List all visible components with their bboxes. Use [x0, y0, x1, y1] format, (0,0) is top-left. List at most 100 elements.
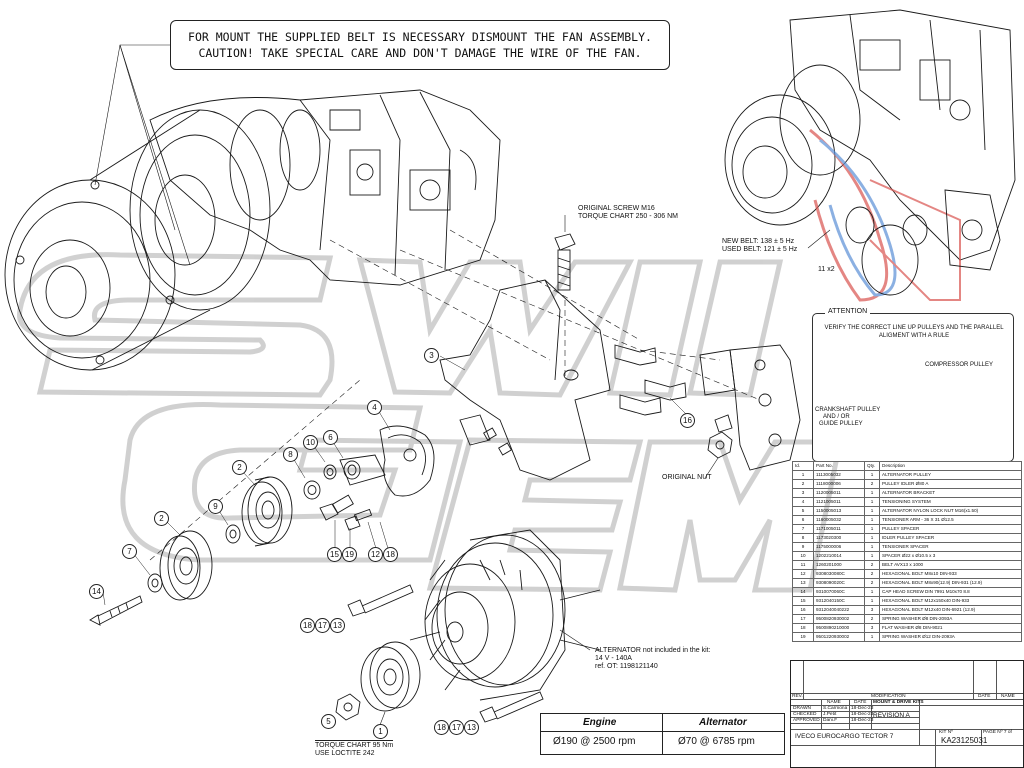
- screw-m16: [554, 233, 576, 291]
- tb-line-2: [791, 699, 1023, 700]
- bom-cell-description: TENSIONER SPACER: [879, 542, 1022, 552]
- attention-title: ATTENTION: [825, 308, 871, 315]
- bom-cell-id: 4: [792, 497, 814, 507]
- alternator-note: ALTERNATOR not included in the kit: 14 V…: [595, 647, 711, 671]
- tb-date: DATE: [978, 694, 991, 699]
- part-label-17-left: 17: [315, 618, 330, 633]
- bom-cell-description: PULLEY IDLER Ø80 A: [879, 479, 1022, 489]
- tb-kit-no: KA23125031: [941, 736, 988, 745]
- bom-cell-part: 1202210014: [813, 551, 865, 561]
- bom-cell-description: FLAT WASHER Ø8 DIN-9021: [879, 623, 1022, 633]
- bom-cell-description: ALTERNATOR PULLEY: [879, 470, 1022, 480]
- part-label-18-bottom: 18: [434, 720, 449, 735]
- bom-cell-qty: 2: [864, 479, 880, 489]
- bom-cell-part: 9501220930002: [813, 632, 865, 642]
- bom-cell-description: SPRING WASHER Ø12 DIN-2093A: [879, 632, 1022, 642]
- bom-cell-part: 1118000006: [813, 479, 865, 489]
- tb-vline-7: [919, 699, 920, 745]
- bom-cell-part: 9500890210000: [813, 623, 865, 633]
- bom-cell-id: 16: [792, 605, 814, 615]
- bom-cell-id: 17: [792, 614, 814, 624]
- warning-banner: FOR MOUNT THE SUPPLIED BELT IS NECESSARY…: [170, 20, 670, 70]
- bom-cell-qty: 2: [864, 578, 880, 588]
- bom-header-row: Id. Part No. Qty. Description: [792, 461, 1022, 471]
- bom-cell-qty: 2: [864, 569, 880, 579]
- bom-cell-description: ALTERNATOR NYLON LOCK NUT M16(x1.50): [879, 506, 1022, 516]
- belt-part-label: 11 x2: [818, 266, 835, 273]
- part-label-18-left: 18: [300, 618, 315, 633]
- part-label-18-mid: 18: [383, 547, 398, 562]
- part-label-2-upper: 2: [232, 460, 247, 475]
- bom-cell-qty: 1: [864, 551, 880, 561]
- fan-clutch-assembly: [4, 109, 321, 371]
- hex-bolts-13: [347, 584, 544, 723]
- belt-used-frequency: USED BELT: 121 ± 5 Hz: [722, 246, 798, 253]
- bom-cell-qty: 1: [864, 533, 880, 543]
- bom-cell-part: 1113005032: [813, 470, 865, 480]
- tb-line-5: [791, 717, 919, 718]
- tb-vline-9: [981, 729, 982, 745]
- screw-callout-line-1: ORIGINAL SCREW M16: [578, 205, 655, 212]
- bom-cell-id: 7: [792, 524, 814, 534]
- crankshaft-label-line-1: CRANKSHAFT PULLEY: [815, 407, 881, 413]
- bom-cell-part: 9500820930002: [813, 614, 865, 624]
- tb-line-1: [791, 693, 1023, 694]
- bom-cell-description: TENSIONER ARM - 36 X 31 Ø12.5: [879, 515, 1022, 525]
- bom-cell-id: 11: [792, 560, 814, 570]
- engine-front-view: [724, 9, 1016, 261]
- part-number-leaders: [102, 355, 691, 606]
- bom-cell-qty: 2: [864, 614, 880, 624]
- bom-cell-qty: 1: [864, 515, 880, 525]
- tb-approved-date: 18-Dec-23: [851, 718, 874, 723]
- bom-cell-id: 19: [792, 632, 814, 642]
- tb-line-3: [791, 705, 1023, 706]
- bom-cell-id: 8: [792, 533, 814, 543]
- tb-vline-2: [973, 661, 974, 699]
- belt-frequency-callout: NEW BELT: 138 ± 5 Hz USED BELT: 121 ± 5 …: [722, 238, 797, 254]
- bom-cell-qty: 1: [864, 506, 880, 516]
- tb-line-7: [791, 729, 1023, 730]
- part-label-4: 4: [367, 400, 382, 415]
- part-label-3: 3: [424, 348, 439, 363]
- tb-vline-8: [935, 729, 936, 767]
- torque-note: TORQUE CHART 95 Nm USE LOCTITE 242: [315, 740, 394, 758]
- bom-header-id: Id.: [792, 461, 814, 471]
- bom-cell-part: 1150005013: [813, 506, 865, 516]
- bom-cell-description: BELT AVX13 x 1000: [879, 560, 1022, 570]
- engine-block: [149, 89, 501, 286]
- tb-line-6: [791, 723, 919, 724]
- tb-kit-type: MOUNT & DRIVE KITS: [873, 700, 924, 705]
- title-block: REV. MODIFICATION DATE NAME NAME DATE MO…: [790, 660, 1024, 768]
- crankshaft-label-line-3: GUIDE PULLEY: [819, 421, 863, 427]
- pulley-spec-box: Engine Alternator Ø190 @ 2500 rpm Ø70 @ …: [540, 713, 785, 755]
- bom-cell-id: 3: [792, 488, 814, 498]
- alternator-note-line-1: ALTERNATOR not included in the kit:: [595, 647, 711, 654]
- tensioner-spacer: [225, 524, 241, 544]
- tb-approved-by: Dani.F: [823, 718, 838, 723]
- tb-line-8: [791, 745, 1023, 746]
- bom-cell-id: 10: [792, 551, 814, 561]
- bom-header-description: Description: [879, 461, 1022, 471]
- part-label-16: 16: [680, 413, 695, 428]
- bom-cell-part: 1120005011: [813, 488, 865, 498]
- part-label-6: 6: [323, 430, 338, 445]
- original-nut: [707, 431, 733, 459]
- alternator-pulley: [360, 641, 421, 712]
- tb-vline-1: [803, 661, 804, 699]
- banner-leaders: [94, 44, 191, 266]
- bom-cell-id: 9: [792, 542, 814, 552]
- tb-approved: APPROVED: [793, 718, 820, 723]
- part-label-7: 7: [122, 544, 137, 559]
